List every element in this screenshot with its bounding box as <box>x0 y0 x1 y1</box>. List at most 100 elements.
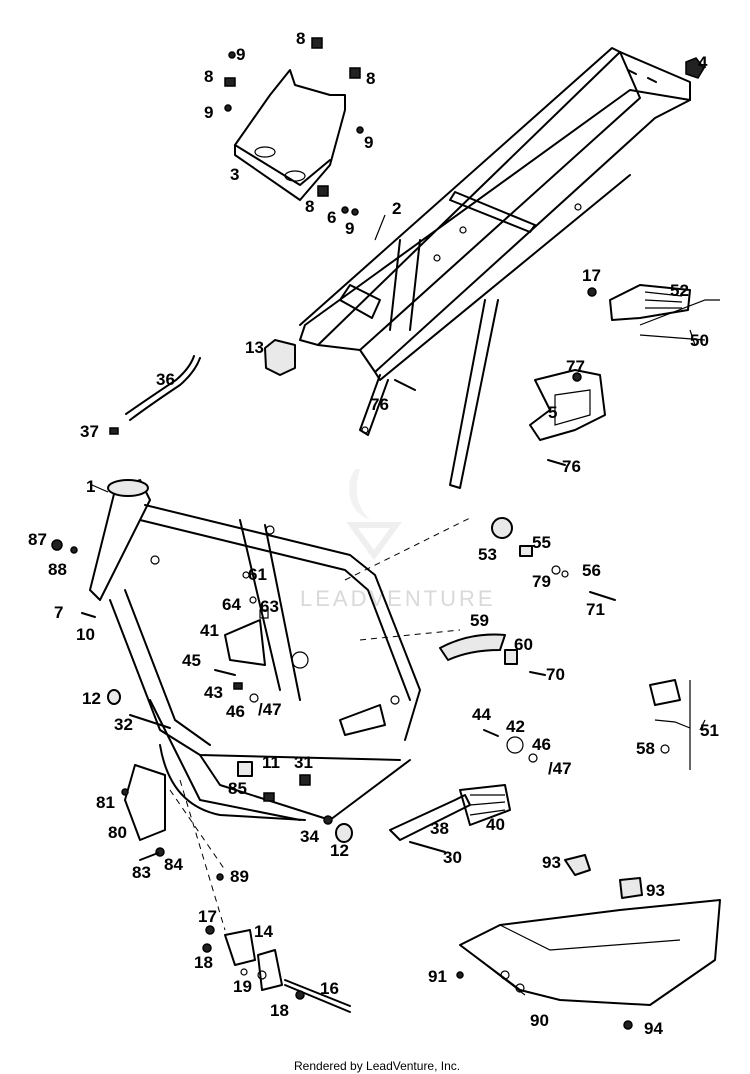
skid-plate <box>459 899 721 1006</box>
rubber-block <box>264 339 296 376</box>
callout-label: 6 <box>327 208 336 227</box>
callout-label: 40 <box>486 815 505 834</box>
callout-label: 30 <box>443 848 462 867</box>
hose <box>129 357 201 421</box>
callout-label: 63 <box>260 597 279 616</box>
callout-label: 77 <box>566 357 585 376</box>
main-frame <box>89 479 421 821</box>
callout-label: 83 <box>132 863 151 882</box>
callout-label: 14 <box>254 922 273 941</box>
callout-label: 9 <box>204 103 213 122</box>
rear-subframe <box>299 47 691 489</box>
watermark-logo <box>346 468 402 561</box>
callout-label: 85 <box>228 779 247 798</box>
callout-label: 4 <box>698 53 708 72</box>
callout-label: 37 <box>80 422 99 441</box>
callout-label: 7 <box>54 603 63 622</box>
callout-label: 42 <box>506 717 525 736</box>
callout-label: 45 <box>182 651 201 670</box>
callout-label: 60 <box>514 635 533 654</box>
callout-label: 10 <box>76 625 95 644</box>
callout-label: 16 <box>320 979 339 998</box>
fastener-set <box>51 37 670 1030</box>
callout-label: 93 <box>646 881 665 900</box>
callout-labels: 1 2 3 4 5 6 7 8 8 8 8 9 9 9 9 9 10 11 12… <box>28 29 719 1038</box>
callout-label: 8 <box>296 29 305 48</box>
callout-label: 2 <box>392 199 401 218</box>
callout-label: 55 <box>532 533 551 552</box>
callout-label: 12 <box>82 689 101 708</box>
callout-label: 3 <box>230 165 239 184</box>
callout-label: 9 <box>364 133 373 152</box>
chain-guard <box>529 369 606 441</box>
callout-label: 11 <box>262 753 280 772</box>
callout-label: 13 <box>245 338 264 357</box>
callout-label: 12 <box>330 841 349 860</box>
callout-label: 18 <box>270 1001 289 1020</box>
bushing <box>504 649 518 665</box>
callout-label: 71 <box>586 600 605 619</box>
leader-lines <box>91 214 706 931</box>
footpeg <box>224 619 266 666</box>
callout-label: 1 <box>86 477 95 496</box>
engine-mount-bracket <box>224 929 351 1013</box>
callout-label: 91 <box>428 967 447 986</box>
hose-edge <box>125 355 195 415</box>
callout-label: 89 <box>230 867 249 886</box>
callout-label: 90 <box>530 1011 549 1030</box>
callout-label: 38 <box>430 819 449 838</box>
callout-label: 36 <box>156 370 175 389</box>
shift-lever <box>439 633 506 661</box>
heat-shield <box>124 764 166 841</box>
callout-label: 17 <box>198 907 217 926</box>
callout-label: 9 <box>345 219 354 238</box>
callout-label: 76 <box>562 457 581 476</box>
callout-label: 46 <box>226 702 245 721</box>
callout-label: 64 <box>222 595 241 614</box>
callout-label: 50 <box>690 331 709 350</box>
credit-text: Rendered by LeadVenture, Inc. <box>294 1059 460 1073</box>
callout-label: 61 <box>248 565 267 584</box>
callout-label: 17 <box>582 266 601 285</box>
callout-label: 53 <box>478 545 497 564</box>
callout-label: 84 <box>164 855 183 874</box>
callout-label: 32 <box>114 715 133 734</box>
callout-label: 9 <box>236 45 245 64</box>
callout-label: 8 <box>366 69 375 88</box>
callout-label: 18 <box>194 953 213 972</box>
callout-label: 31 <box>294 753 313 772</box>
callout-label: 93 <box>542 853 561 872</box>
callout-label: 56 <box>582 561 601 580</box>
callout-label: 87 <box>28 530 47 549</box>
callout-label: 8 <box>305 197 314 216</box>
callout-label: 5 <box>548 403 557 422</box>
callout-label: 58 <box>636 739 655 758</box>
callout-label: 43 <box>204 683 223 702</box>
callout-label: 80 <box>108 823 127 842</box>
callout-label: 88 <box>48 560 67 579</box>
footrest-assembly <box>609 284 720 341</box>
watermark-text: LEADVENTURE <box>300 586 496 611</box>
callout-label: /47 <box>548 759 572 778</box>
callout-label: 59 <box>470 611 489 630</box>
callout-label: 94 <box>644 1019 663 1038</box>
callout-label: 19 <box>233 977 252 996</box>
callout-label: 51 <box>700 721 719 740</box>
callout-label: 34 <box>300 827 319 846</box>
callout-label: 46 <box>532 735 551 754</box>
callout-label: 70 <box>546 665 565 684</box>
damper-b <box>619 877 643 899</box>
hose-clip <box>109 427 119 435</box>
brake-pedal-assembly <box>389 784 511 841</box>
callout-label: 44 <box>472 705 491 724</box>
callout-label: 52 <box>670 281 689 300</box>
callout-label: /47 <box>258 700 282 719</box>
callout-label: 76 <box>370 395 389 414</box>
callout-label: 81 <box>96 793 115 812</box>
callout-label: 8 <box>204 67 213 86</box>
rear-footrest <box>649 679 691 770</box>
grommet-part <box>685 57 705 79</box>
callout-label: 79 <box>532 572 551 591</box>
callout-label: 41 <box>200 621 219 640</box>
